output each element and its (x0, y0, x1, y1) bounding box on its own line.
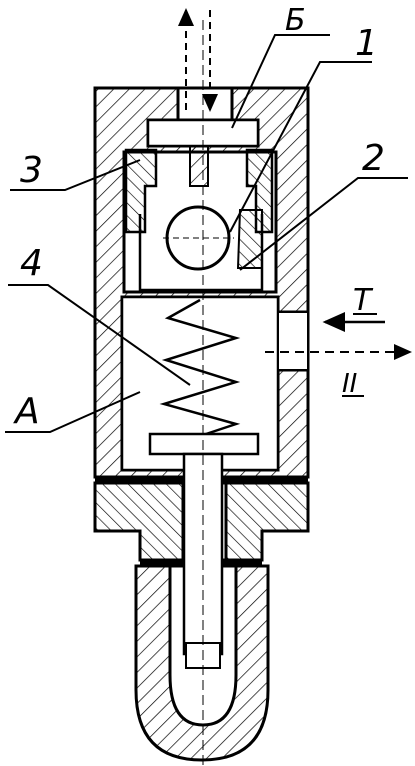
seat-insert (124, 148, 158, 234)
label-1: 1 (355, 23, 378, 64)
leader-b (231, 34, 330, 129)
leader-2 (239, 177, 408, 271)
label-ii: II (342, 369, 357, 399)
label-3: 3 (20, 150, 43, 191)
leader-3 (10, 159, 141, 191)
side-port (277, 311, 309, 371)
top-plug-stem (189, 145, 209, 187)
label-b: Б (285, 3, 306, 38)
cage-side-right (236, 209, 263, 269)
label-a: A (13, 391, 40, 432)
leader-1 (229, 61, 372, 233)
leader-a (5, 391, 141, 433)
label-2: 2 (362, 138, 385, 179)
spring (159, 298, 241, 438)
leader-4 (8, 284, 191, 386)
label-4: 4 (20, 243, 43, 284)
label-t: T (353, 283, 374, 318)
spring-seat (148, 432, 260, 456)
